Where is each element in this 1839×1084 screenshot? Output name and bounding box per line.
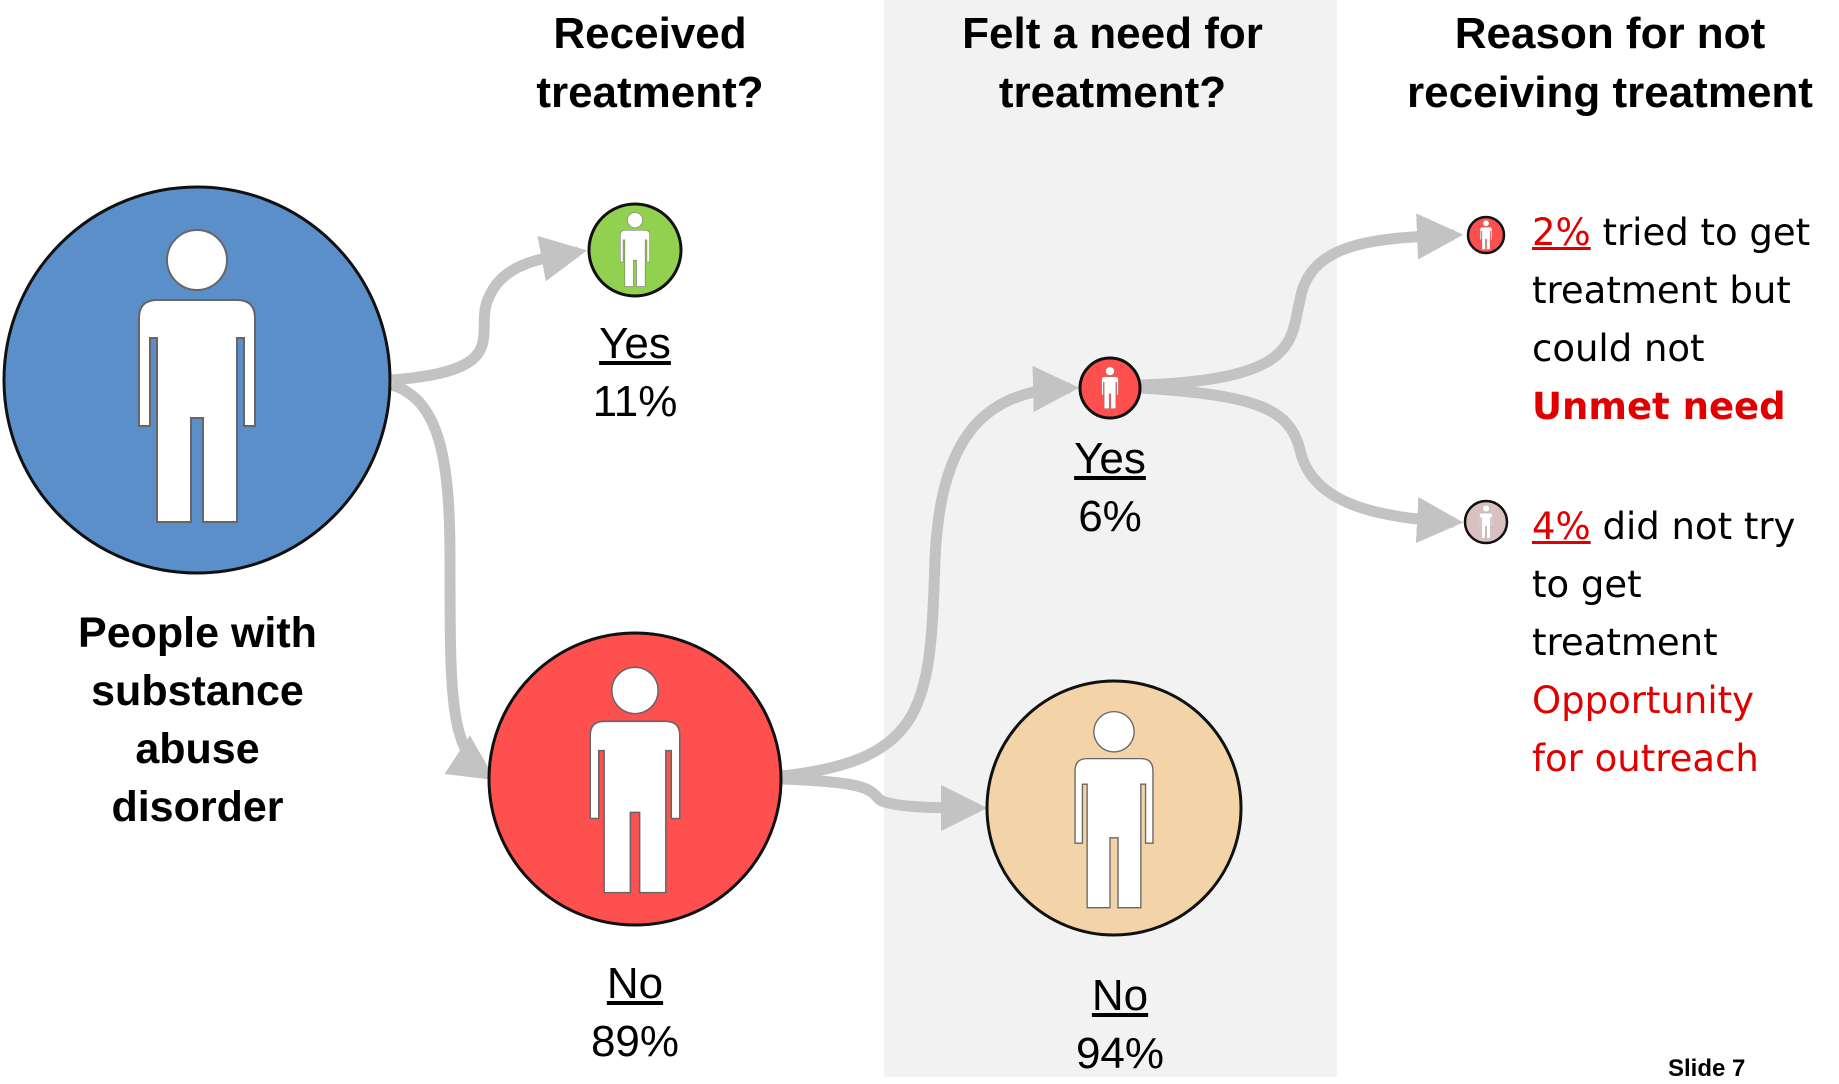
reason-not-tried-rest: did not try — [1590, 505, 1796, 548]
arrow-to-received-no — [390, 379, 496, 781]
reason-not-tried-percent: 4% — [1532, 505, 1591, 548]
heading-reason: Reason for not receiving treatment — [1385, 4, 1835, 122]
reason-tried-tag: Unmet need — [1532, 385, 1786, 428]
reason-tried-rest: tried to get — [1590, 211, 1811, 254]
received-no-percent: 89% — [590, 1017, 680, 1066]
reason-not-tried-tag-2: for outreach — [1532, 737, 1759, 780]
reason-not-tried-person-icon — [1463, 499, 1509, 545]
population-person-icon — [2, 185, 392, 575]
reason-tried-line-1: 2% tried to get — [1532, 204, 1810, 262]
felt-no-label: No 94% — [1020, 967, 1220, 1083]
arrow-to-reason-tried — [1139, 213, 1464, 391]
heading-reason-line-2: receiving treatment — [1407, 68, 1813, 117]
reason-not-tried-tag-1: Opportunity — [1532, 679, 1755, 722]
received-no-answer: No — [606, 959, 664, 1008]
felt-no-percent: 94% — [1075, 1029, 1165, 1078]
heading-felt-line-1: Felt a need for — [962, 9, 1263, 58]
population-label-line-4: disorder — [111, 783, 284, 831]
felt-yes-percent: 6% — [1078, 492, 1142, 541]
received-yes-person-icon — [587, 202, 683, 298]
reason-not-tried-line-2: to get — [1532, 563, 1642, 606]
received-yes-percent: 11% — [592, 377, 678, 426]
felt-no-person-icon — [985, 679, 1243, 937]
heading-received-line-2: treatment? — [536, 68, 764, 117]
arrow-to-felt-no — [781, 773, 988, 832]
arrow-to-felt-yes — [781, 365, 1080, 782]
arrow-to-received-yes — [391, 235, 588, 386]
received-yes-label: Yes 11% — [535, 315, 735, 431]
felt-yes-person-icon — [1078, 356, 1142, 420]
heading-received-treatment: Received treatment? — [500, 4, 800, 122]
heading-felt-line-2: treatment? — [998, 68, 1227, 117]
heading-reason-line-1: Reason for not — [1454, 9, 1766, 58]
felt-no-answer: No — [1091, 971, 1149, 1020]
reason-not-tried-line-3: treatment — [1532, 621, 1718, 664]
reason-not-tried-line-1: 4% did not try — [1532, 498, 1795, 556]
received-no-person-icon — [487, 631, 783, 927]
felt-yes-label: Yes 6% — [1010, 430, 1210, 546]
heading-received-line-1: Received — [553, 9, 747, 58]
slide-number: Slide 7 — [1668, 1055, 1746, 1082]
reason-tried-text: 2% tried to get treatment but could not … — [1532, 204, 1810, 436]
population-label-line-1: People with — [78, 609, 317, 657]
reason-tried-line-3: could not — [1532, 327, 1705, 370]
reason-tried-line-2: treatment but — [1532, 269, 1791, 312]
population-label-line-3: abuse — [135, 725, 260, 773]
received-no-label: No 89% — [535, 955, 735, 1071]
population-label: People with substance abuse disorder — [30, 604, 365, 836]
arrow-to-reason-not-tried — [1139, 382, 1464, 544]
received-yes-answer: Yes — [599, 319, 671, 368]
heading-felt-need: Felt a need for treatment? — [930, 4, 1295, 122]
reason-tried-percent: 2% — [1532, 211, 1591, 254]
population-label-line-2: substance — [91, 667, 304, 715]
reason-tried-person-icon — [1466, 215, 1506, 255]
reason-not-tried-text: 4% did not try to get treatment Opportun… — [1532, 498, 1795, 788]
felt-yes-answer: Yes — [1074, 434, 1146, 483]
